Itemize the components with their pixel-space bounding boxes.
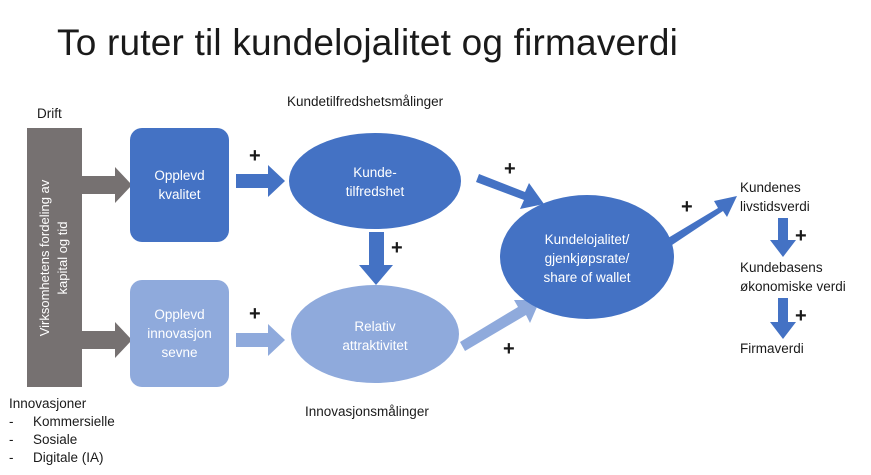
livstidsverdi-line2: livstidsverdi xyxy=(740,199,810,214)
plus-okonomisk: + xyxy=(795,225,807,247)
okonomisk-to-firmaverdi-arrow xyxy=(770,298,796,339)
kundetilfredshet-line1: Kunde- xyxy=(353,165,397,180)
livstidsverdi-to-okonomisk-arrow xyxy=(770,218,796,257)
opplevd-innovasjon-box xyxy=(130,280,229,387)
kundelojalitet-ellipse xyxy=(500,195,674,319)
kundetilfredshet-text: Kunde- tilfredshet xyxy=(300,163,450,201)
relativ-attraktivitet-line1: Relativ xyxy=(354,319,396,334)
plus-firmaverdi: + xyxy=(795,305,807,327)
innovasjoner-heading: Innovasjoner xyxy=(9,396,87,411)
opplevd-innovasjon-line3: sevne xyxy=(161,345,198,360)
plus-innovasjon: + xyxy=(249,303,261,325)
allocation-bar-line1: Virksomhetens fordeling av xyxy=(37,179,52,337)
plus-tilfredshet-lojalitet: + xyxy=(504,158,516,180)
lojalitet-to-livstidsverdi-arrow xyxy=(668,196,737,245)
okonomiske-verdi-line1: Kundebasens xyxy=(740,260,823,275)
list-item: - Digitale (IA) xyxy=(9,449,115,467)
opplevd-kvalitet-box xyxy=(130,128,229,242)
page-title: To ruter til kundelojalitet og firmaverd… xyxy=(57,22,679,63)
livstidsverdi-line1: Kundenes xyxy=(740,180,801,195)
allocation-bar-line2: kapital og tid xyxy=(55,221,70,295)
okonomiske-verdi-text: Kundebasens økonomiske verdi xyxy=(740,258,846,296)
relativ-attraktivitet-text: Relativ attraktivitet xyxy=(300,317,450,355)
innovasjon-to-attraktivitet-arrow xyxy=(236,324,285,356)
kundelojalitet-line2: gjenkjøpsrate/ xyxy=(544,251,630,266)
tilfredshet-to-attraktivitet-arrow xyxy=(359,232,393,285)
opplevd-innovasjon-line1: Opplevd xyxy=(154,307,205,322)
opplevd-innovasjon-line2: innovasjon xyxy=(147,326,212,341)
drift-label: Drift xyxy=(37,106,62,121)
list-dash: - xyxy=(9,432,14,447)
list-item-label: Sosiale xyxy=(33,432,78,447)
list-item: - Kommersielle xyxy=(9,413,115,431)
list-dash: - xyxy=(9,450,14,465)
innovasjonsmalinger-label: Innovasjonsmålinger xyxy=(305,404,429,419)
plus-kvalitet: + xyxy=(249,145,261,167)
livstidsverdi-text: Kundenes livstidsverdi xyxy=(740,178,810,216)
plus-livstidsverdi: + xyxy=(681,196,693,218)
plus-attraktivitet-lojalitet: + xyxy=(503,338,515,360)
innovasjoner-section: Innovasjoner - Kommersielle - Sosiale - Dig… xyxy=(9,395,115,467)
kundetilfredshet-ellipse xyxy=(289,133,461,229)
list-item-label: Kommersielle xyxy=(33,414,115,429)
list-dash: - xyxy=(9,414,14,429)
kundetilfredshet-line2: tilfredshet xyxy=(345,184,405,199)
plus-tilfredshet-down: + xyxy=(391,237,403,259)
bar-to-innovasjon-arrow xyxy=(82,322,132,358)
relativ-attraktivitet-ellipse xyxy=(291,285,459,383)
allocation-bar-label: Virksomhetens fordeling av kapital og ti… xyxy=(36,138,72,378)
opplevd-kvalitet-line2: kvalitet xyxy=(158,187,201,202)
kundelojalitet-line3: share of wallet xyxy=(543,270,631,285)
okonomiske-verdi-line2: økonomiske verdi xyxy=(740,279,846,294)
list-item-label: Digitale (IA) xyxy=(33,450,104,465)
kvalitet-to-tilfredshet-arrow xyxy=(236,165,285,197)
bar-to-kvalitet-arrow xyxy=(82,167,132,203)
tilfredshet-to-lojalitet-arrow xyxy=(476,174,544,209)
kundelojalitet-text: Kundelojalitet/ gjenkjøpsrate/ share of … xyxy=(512,230,662,287)
opplevd-kvalitet-line1: Opplevd xyxy=(154,168,205,183)
relativ-attraktivitet-line2: attraktivitet xyxy=(342,338,408,353)
opplevd-kvalitet-text: Opplevd kvalitet xyxy=(130,166,229,204)
attraktivitet-to-lojalitet-arrow xyxy=(460,300,540,351)
kundelojalitet-line1: Kundelojalitet/ xyxy=(544,232,630,247)
allocation-bar xyxy=(27,128,82,387)
firmaverdi-text: Firmaverdi xyxy=(740,341,804,356)
innovasjoner-list: - Kommersielle - Sosiale - Digitale (IA) xyxy=(9,413,115,467)
kundetilfredshetsmalinger-label: Kundetilfredshetsmålinger xyxy=(287,94,444,109)
list-item: - Sosiale xyxy=(9,431,115,449)
opplevd-innovasjon-text: Opplevd innovasjon sevne xyxy=(130,305,229,362)
